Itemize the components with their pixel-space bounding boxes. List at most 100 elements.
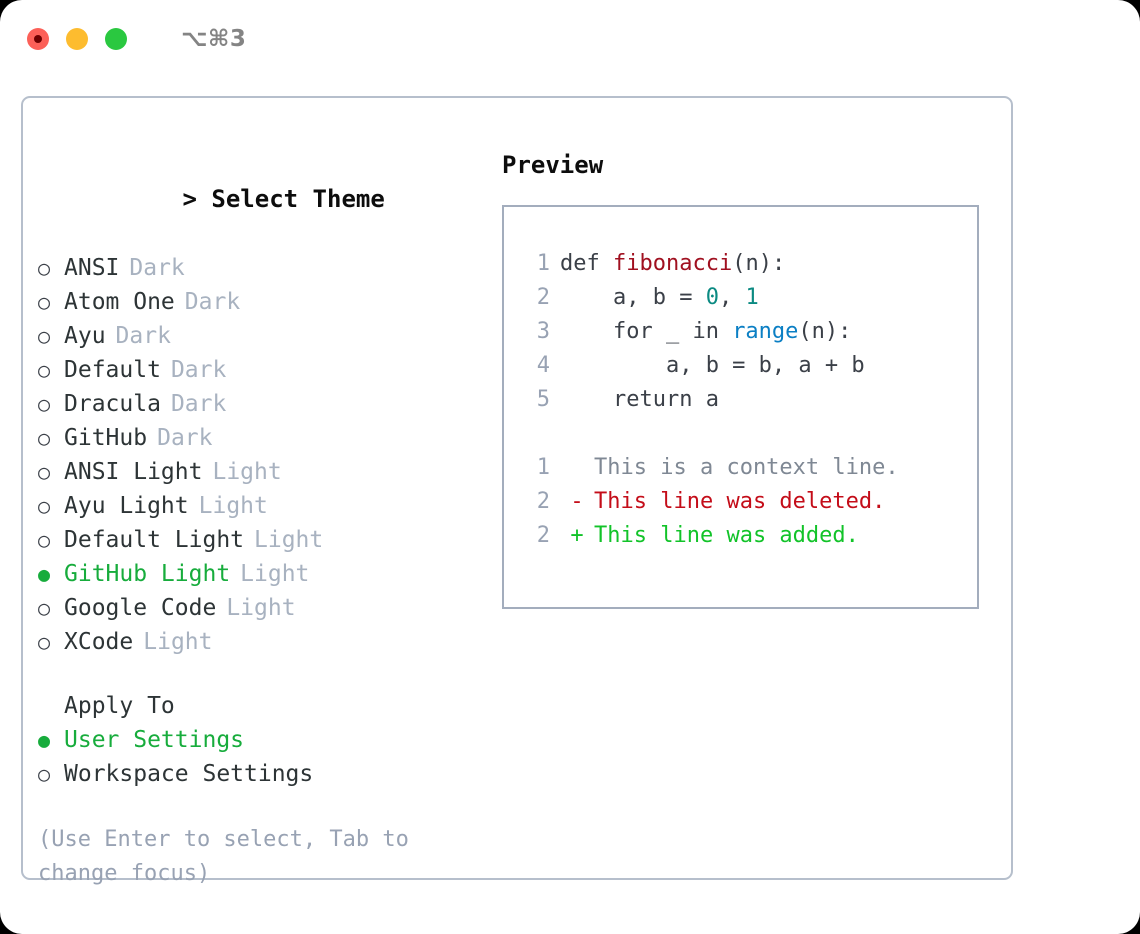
apply-to-header: Apply To (64, 693, 175, 719)
theme-option-default[interactable]: ○ Default Dark (38, 353, 478, 387)
theme-option-ansi-light[interactable]: ○ ANSI Light Light (38, 455, 478, 489)
code-line: 5 return a (504, 383, 977, 417)
theme-option-label: Default Light (64, 527, 245, 553)
focus-caret-icon: > (182, 185, 197, 213)
radio-unselected-icon: ○ (38, 324, 51, 348)
code-token-num: 1 (745, 285, 759, 310)
code-token-plain: (n): (798, 319, 852, 344)
theme-option-label: ANSI Light (64, 459, 203, 485)
theme-variant-badge: Dark (184, 289, 241, 315)
theme-variant-badge: Light (226, 595, 296, 621)
code-token-fn: fibonacci (612, 251, 733, 276)
code-line: 4 a, b = b, a + b (504, 349, 977, 383)
keyboard-shortcut-label: ⌥⌘3 (181, 26, 247, 52)
diff-marker: + (570, 523, 584, 548)
code-line-number: 1 (536, 251, 550, 276)
radio-unselected-icon: ○ (38, 494, 51, 518)
theme-option-label: Dracula (64, 391, 161, 417)
radio-unselected-icon: ○ (38, 630, 51, 654)
radio-unselected-icon: ○ (38, 256, 51, 280)
code-token-plain: , (718, 285, 746, 310)
theme-variant-badge: Light (254, 527, 324, 553)
theme-option-label: Ayu (64, 323, 106, 349)
theme-variant-badge: Light (212, 459, 282, 485)
code-token-call: range (732, 319, 799, 344)
theme-option-ayu[interactable]: ○ Ayu Dark (38, 319, 478, 353)
minimize-button[interactable] (66, 28, 88, 50)
close-button[interactable] (27, 28, 49, 50)
theme-option-xcode[interactable]: ○ XCode Light (38, 625, 478, 659)
theme-option-label: ANSI (64, 255, 120, 281)
code-line-text: a, b = 0, 1 (560, 281, 759, 315)
code-token-num: 0 (705, 285, 719, 310)
apply-to-option-label: Workspace Settings (64, 761, 314, 787)
diff-sample: 1 This is a context line.2-This line was… (504, 451, 977, 553)
code-token-plain: def (560, 251, 613, 276)
diff-marker: - (570, 489, 584, 514)
apply-to-list: ● User Settings ○ Workspace Settings (38, 723, 478, 791)
theme-variant-badge: Dark (115, 323, 171, 349)
radio-unselected-icon: ○ (38, 460, 51, 484)
radio-unselected-icon: ○ (38, 426, 51, 450)
apply-to-option-label: User Settings (64, 727, 245, 753)
keyboard-hint: (Use Enter to select, Tab to change focu… (38, 827, 409, 886)
code-line-text: def fibonacci(n): (560, 247, 785, 281)
diff-line-text: This line was deleted. (594, 489, 886, 514)
maximize-button[interactable] (105, 28, 127, 50)
code-token-plain: (n): (732, 251, 786, 276)
code-token-plain: a, b = (560, 285, 706, 310)
theme-option-label: Default (64, 357, 161, 383)
code-token-plain: a, b = b, a + b (560, 353, 865, 378)
diff-line-number: 2 (536, 489, 550, 514)
diff-line-del: 2-This line was deleted. (504, 485, 977, 519)
theme-variant-badge: Dark (170, 391, 227, 417)
theme-option-default-light[interactable]: ○ Default Light Light (38, 523, 478, 557)
code-line: 2 a, b = 0, 1 (504, 281, 977, 315)
theme-variant-badge: Dark (170, 357, 227, 383)
radio-selected-icon: ● (38, 562, 51, 586)
code-token-plain: return a (560, 387, 719, 412)
code-line: 3 for _ in range(n): (504, 315, 977, 349)
radio-unselected-icon: ○ (38, 528, 51, 552)
radio-unselected-icon: ○ (38, 290, 51, 314)
radio-unselected-icon: ○ (38, 762, 51, 786)
code-line-number: 2 (536, 285, 550, 310)
radio-selected-icon: ● (38, 728, 51, 752)
code-line-text: a, b = b, a + b (560, 349, 865, 383)
code-token-plain: for _ in (560, 319, 733, 344)
theme-variant-badge: Light (240, 561, 310, 587)
theme-option-label: Google Code (64, 595, 217, 621)
theme-variant-badge: Light (198, 493, 268, 519)
diff-line-text: This line was added. (594, 523, 859, 548)
diff-marker (560, 451, 594, 485)
window-controls (27, 28, 127, 50)
diff-line-add: 2 + This line was added. (504, 519, 977, 553)
theme-option-label: XCode (64, 629, 134, 655)
radio-unselected-icon: ○ (38, 358, 51, 382)
theme-option-atom-one[interactable]: ○ Atom One Dark (38, 285, 478, 319)
diff-line-ctx: 1 This is a context line. (504, 451, 977, 485)
diff-line-number: 2 (536, 523, 550, 548)
theme-variant-badge: Light (143, 629, 213, 655)
code-line-text: return a (560, 383, 719, 417)
apply-to-option-user-settings[interactable]: ● User Settings (38, 723, 478, 757)
code-line-number: 3 (536, 319, 550, 344)
preview-title: Preview (502, 151, 604, 179)
apply-to-option-workspace-settings[interactable]: ○ Workspace Settings (38, 757, 478, 791)
code-line: 1 def fibonacci(n): (504, 247, 977, 281)
theme-option-label: Atom One (64, 289, 175, 315)
code-line-number: 5 (536, 387, 550, 412)
